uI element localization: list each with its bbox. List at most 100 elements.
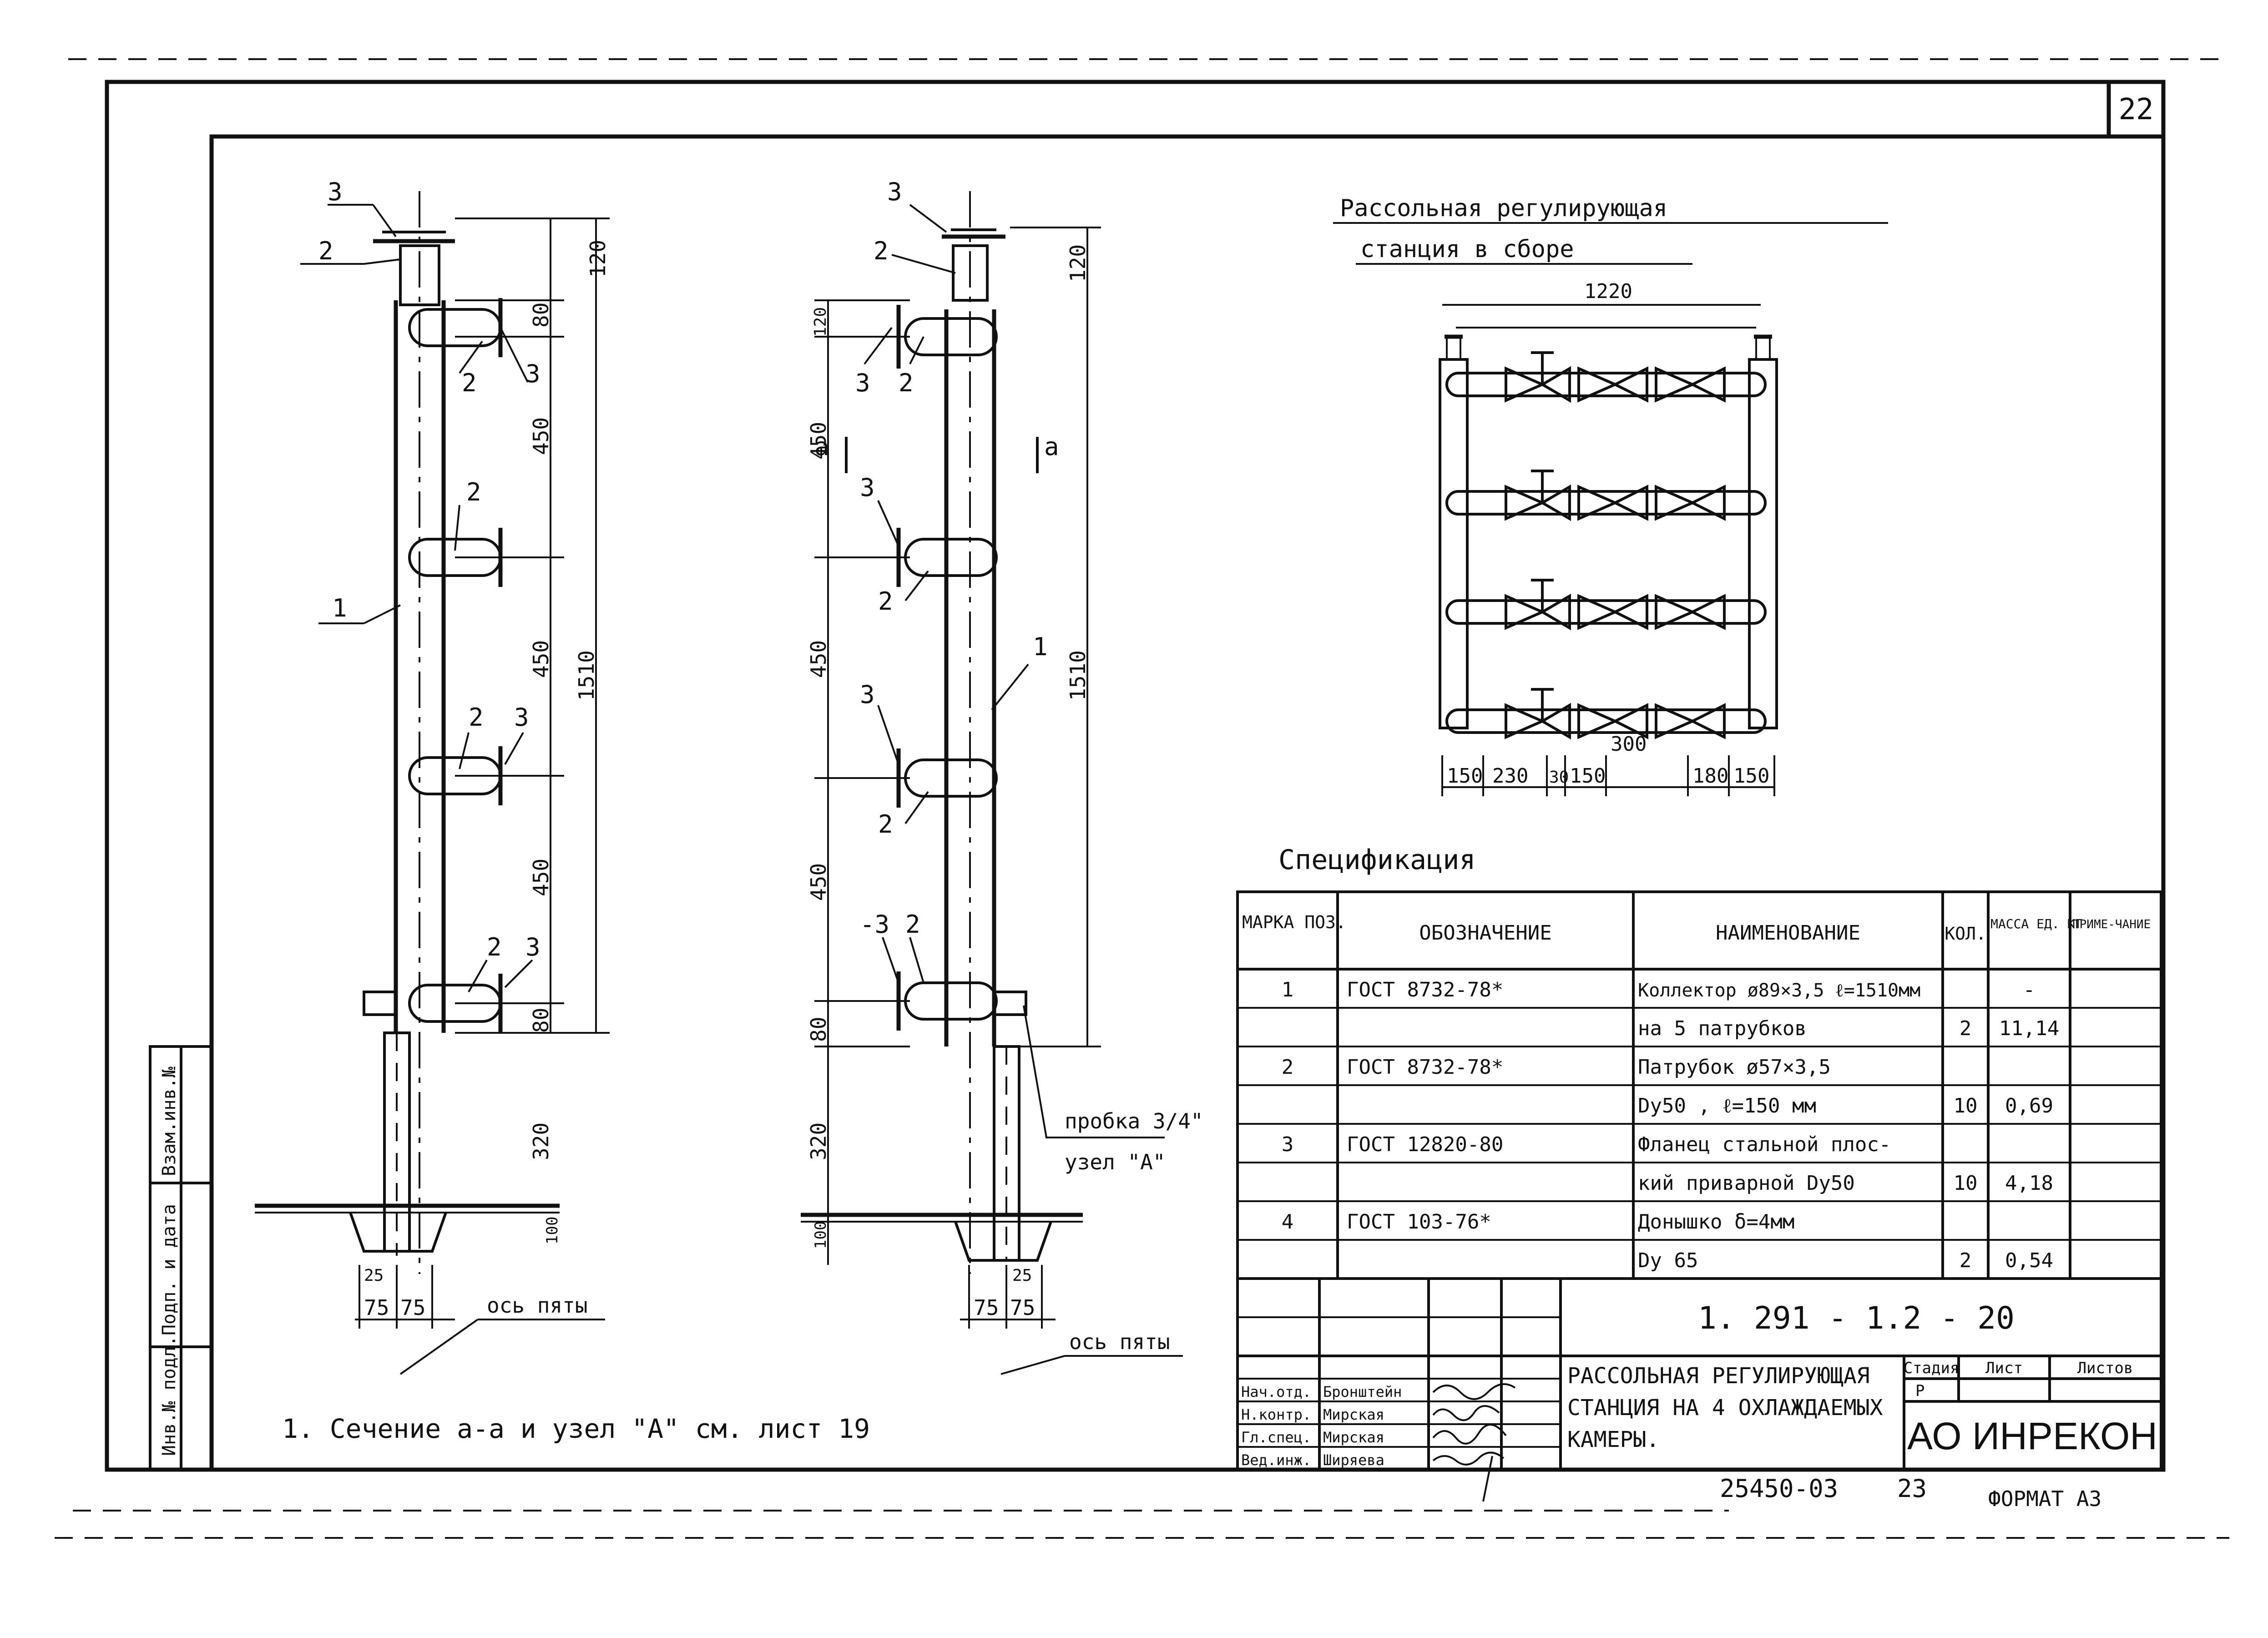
spec-header-mark: МАРКА ПОЗ. [1242,912,1346,932]
left-dim-120: 120 [586,240,610,278]
table-cell: Dу50 , ℓ=150 мм [1638,1094,1816,1117]
role-name: Ширяева [1323,1451,1384,1469]
right-view [801,191,1183,1375]
table-cell: 3 [1282,1133,1294,1156]
role-label: Гл.спец. [1241,1429,1311,1446]
table-cell: Коллектор ø89×3,5 ℓ=1510мм [1638,980,1920,1001]
title-block [1236,1277,2162,1471]
assembly-dim-230: 230 [1492,764,1528,788]
role-name: Мирская [1323,1429,1384,1446]
role-label: Нач.отд. [1241,1383,1311,1400]
table-cell: 4 [1282,1210,1294,1234]
doc-code: 1. 291 - 1.2 - 20 [1698,1300,2015,1336]
assembly-title-1: Рассольная регулирующая [1340,195,1667,222]
table-cell: 1 [1282,978,1294,1001]
valves [1505,351,1726,740]
right-dim-75-b: 75 [1010,1295,1035,1320]
section-mark-a-right: а [1044,432,1059,461]
drawing-title-3: КАМЕРЫ. [1567,1427,1659,1452]
drawing-note: 1. Сечение а-а и узел "А" см. лист 19 [282,1413,870,1444]
table-cell: на 5 патрубков [1638,1017,1807,1040]
left-callout-2-top: 2 [318,237,333,265]
table-cell: 0,69 [2005,1094,2053,1117]
left-callout-2-b3: 2 [469,703,484,732]
left-callout-3-top: 3 [328,177,343,206]
left-dim-1510: 1510 [574,650,599,701]
role-name: Мирская [1323,1406,1384,1423]
table-cell: 4,18 [2005,1172,2053,1195]
left-dim-320: 320 [529,1122,553,1160]
left-callout-2-b2: 2 [466,478,481,506]
right-dim-450-c: 450 [806,863,831,901]
assembly-dim-150-c: 150 [1733,764,1769,788]
side-stamp-replace: Взам.инв.№ [159,1067,180,1176]
right-dim-80: 80 [806,1017,831,1042]
side-stamp-inv: Инв.№ подл. [159,1335,180,1456]
table-cell: ГОСТ 8732-78* [1347,1056,1503,1079]
sheets-header: Листов [2077,1359,2133,1377]
right-callout-2-top: 2 [874,237,889,265]
role-name: Бронштейн [1323,1383,1402,1400]
spec-title: Спецификация [1278,844,1475,876]
left-view [255,191,610,1375]
right-dim-320: 320 [806,1122,831,1160]
sheet-header: Лист [1985,1359,2023,1377]
drawing-title-1: РАССОЛЬНАЯ РЕГУЛИРУЮЩАЯ [1567,1363,1870,1389]
assembly-dim-30: 30 [1549,768,1569,787]
left-callout-3-b3: 3 [514,703,529,732]
right-dim-25: 25 [1012,1266,1032,1285]
left-axis-label: ось пяты [487,1293,588,1318]
role-label: Вед.инж. [1241,1451,1311,1469]
right-callout-1: 1 [1033,632,1048,661]
right-dim-100: 100 [812,1221,830,1249]
left-dim-75-a: 75 [364,1295,389,1320]
table-cell: 10 [1954,1172,1978,1195]
table-cell: Донышко δ=4мм [1638,1210,1794,1234]
assembly-dim-150-a: 150 [1447,764,1483,788]
format-label: ФОРМАТ А3 [1988,1486,2101,1511]
left-dim-75-b: 75 [400,1295,425,1320]
section-mark-a-left: а [814,432,829,461]
left-dim-450-b: 450 [529,640,553,678]
right-dim-120-left: 120 [811,307,830,337]
right-callout-2-b3: 2 [878,810,893,839]
left-dim-100: 100 [543,1217,561,1244]
assembly-view [1333,222,1888,796]
left-dim-450-a: 450 [529,417,553,455]
drawing-title-2: СТАНЦИЯ НА 4 ОХЛАЖДАЕМЫХ [1567,1395,1883,1421]
right-dim-75-a: 75 [974,1295,999,1320]
spec-rows: 1 ГОСТ 8732-78* Коллектор ø89×3,5 ℓ=1510… [1282,978,2059,1272]
spec-header-name: НАИМЕНОВАНИЕ [1716,921,1860,945]
table-cell: Dу 65 [1638,1249,1698,1272]
table-cell: ГОСТ 8732-78* [1347,978,1503,1001]
company-name: АО ИНРЕКОН [1907,1415,2157,1457]
role-label: Н.контр. [1241,1406,1311,1423]
assembly-title-2: станция в сборе [1360,236,1574,263]
spec-header-mass: МАССА ЕД. КГ [1990,916,2082,931]
assembly-dim-180: 180 [1692,764,1728,788]
spec-header-qty: КОЛ. [1945,924,1986,944]
right-callout-2-b4: 2 [905,910,920,939]
table-cell: 2 [1960,1249,1972,1272]
assembly-dim-150-b: 150 [1570,764,1606,788]
plug-label: пробка 3/4" [1065,1109,1203,1133]
page-number: 22 [2118,93,2153,126]
left-callout-1: 1 [332,594,347,622]
left-dim-450-c: 450 [529,859,553,896]
table-cell: 2 [1960,1017,1972,1040]
right-callout-3-b3: 3 [860,680,875,709]
right-callout-3-top: 3 [887,177,902,206]
assembly-width-dim: 1220 [1584,280,1632,303]
assembly-dim-300: 300 [1611,733,1647,756]
stage-value: Р [1915,1382,1925,1400]
table-cell: кий приварной Dу50 [1638,1172,1855,1195]
table-cell: Патрубок ø57×3,5 [1638,1056,1831,1079]
right-dim-1510: 1510 [1066,650,1090,701]
right-callout-2-b1: 2 [899,369,914,397]
right-callout-3-b1: 3 [855,369,870,397]
spec-header-designation: ОБОЗНАЧЕНИЕ [1419,921,1551,945]
right-dim-450-b: 450 [806,640,831,678]
archive-number: 25450-03 [1720,1474,1838,1503]
table-cell: - [2023,978,2036,1001]
